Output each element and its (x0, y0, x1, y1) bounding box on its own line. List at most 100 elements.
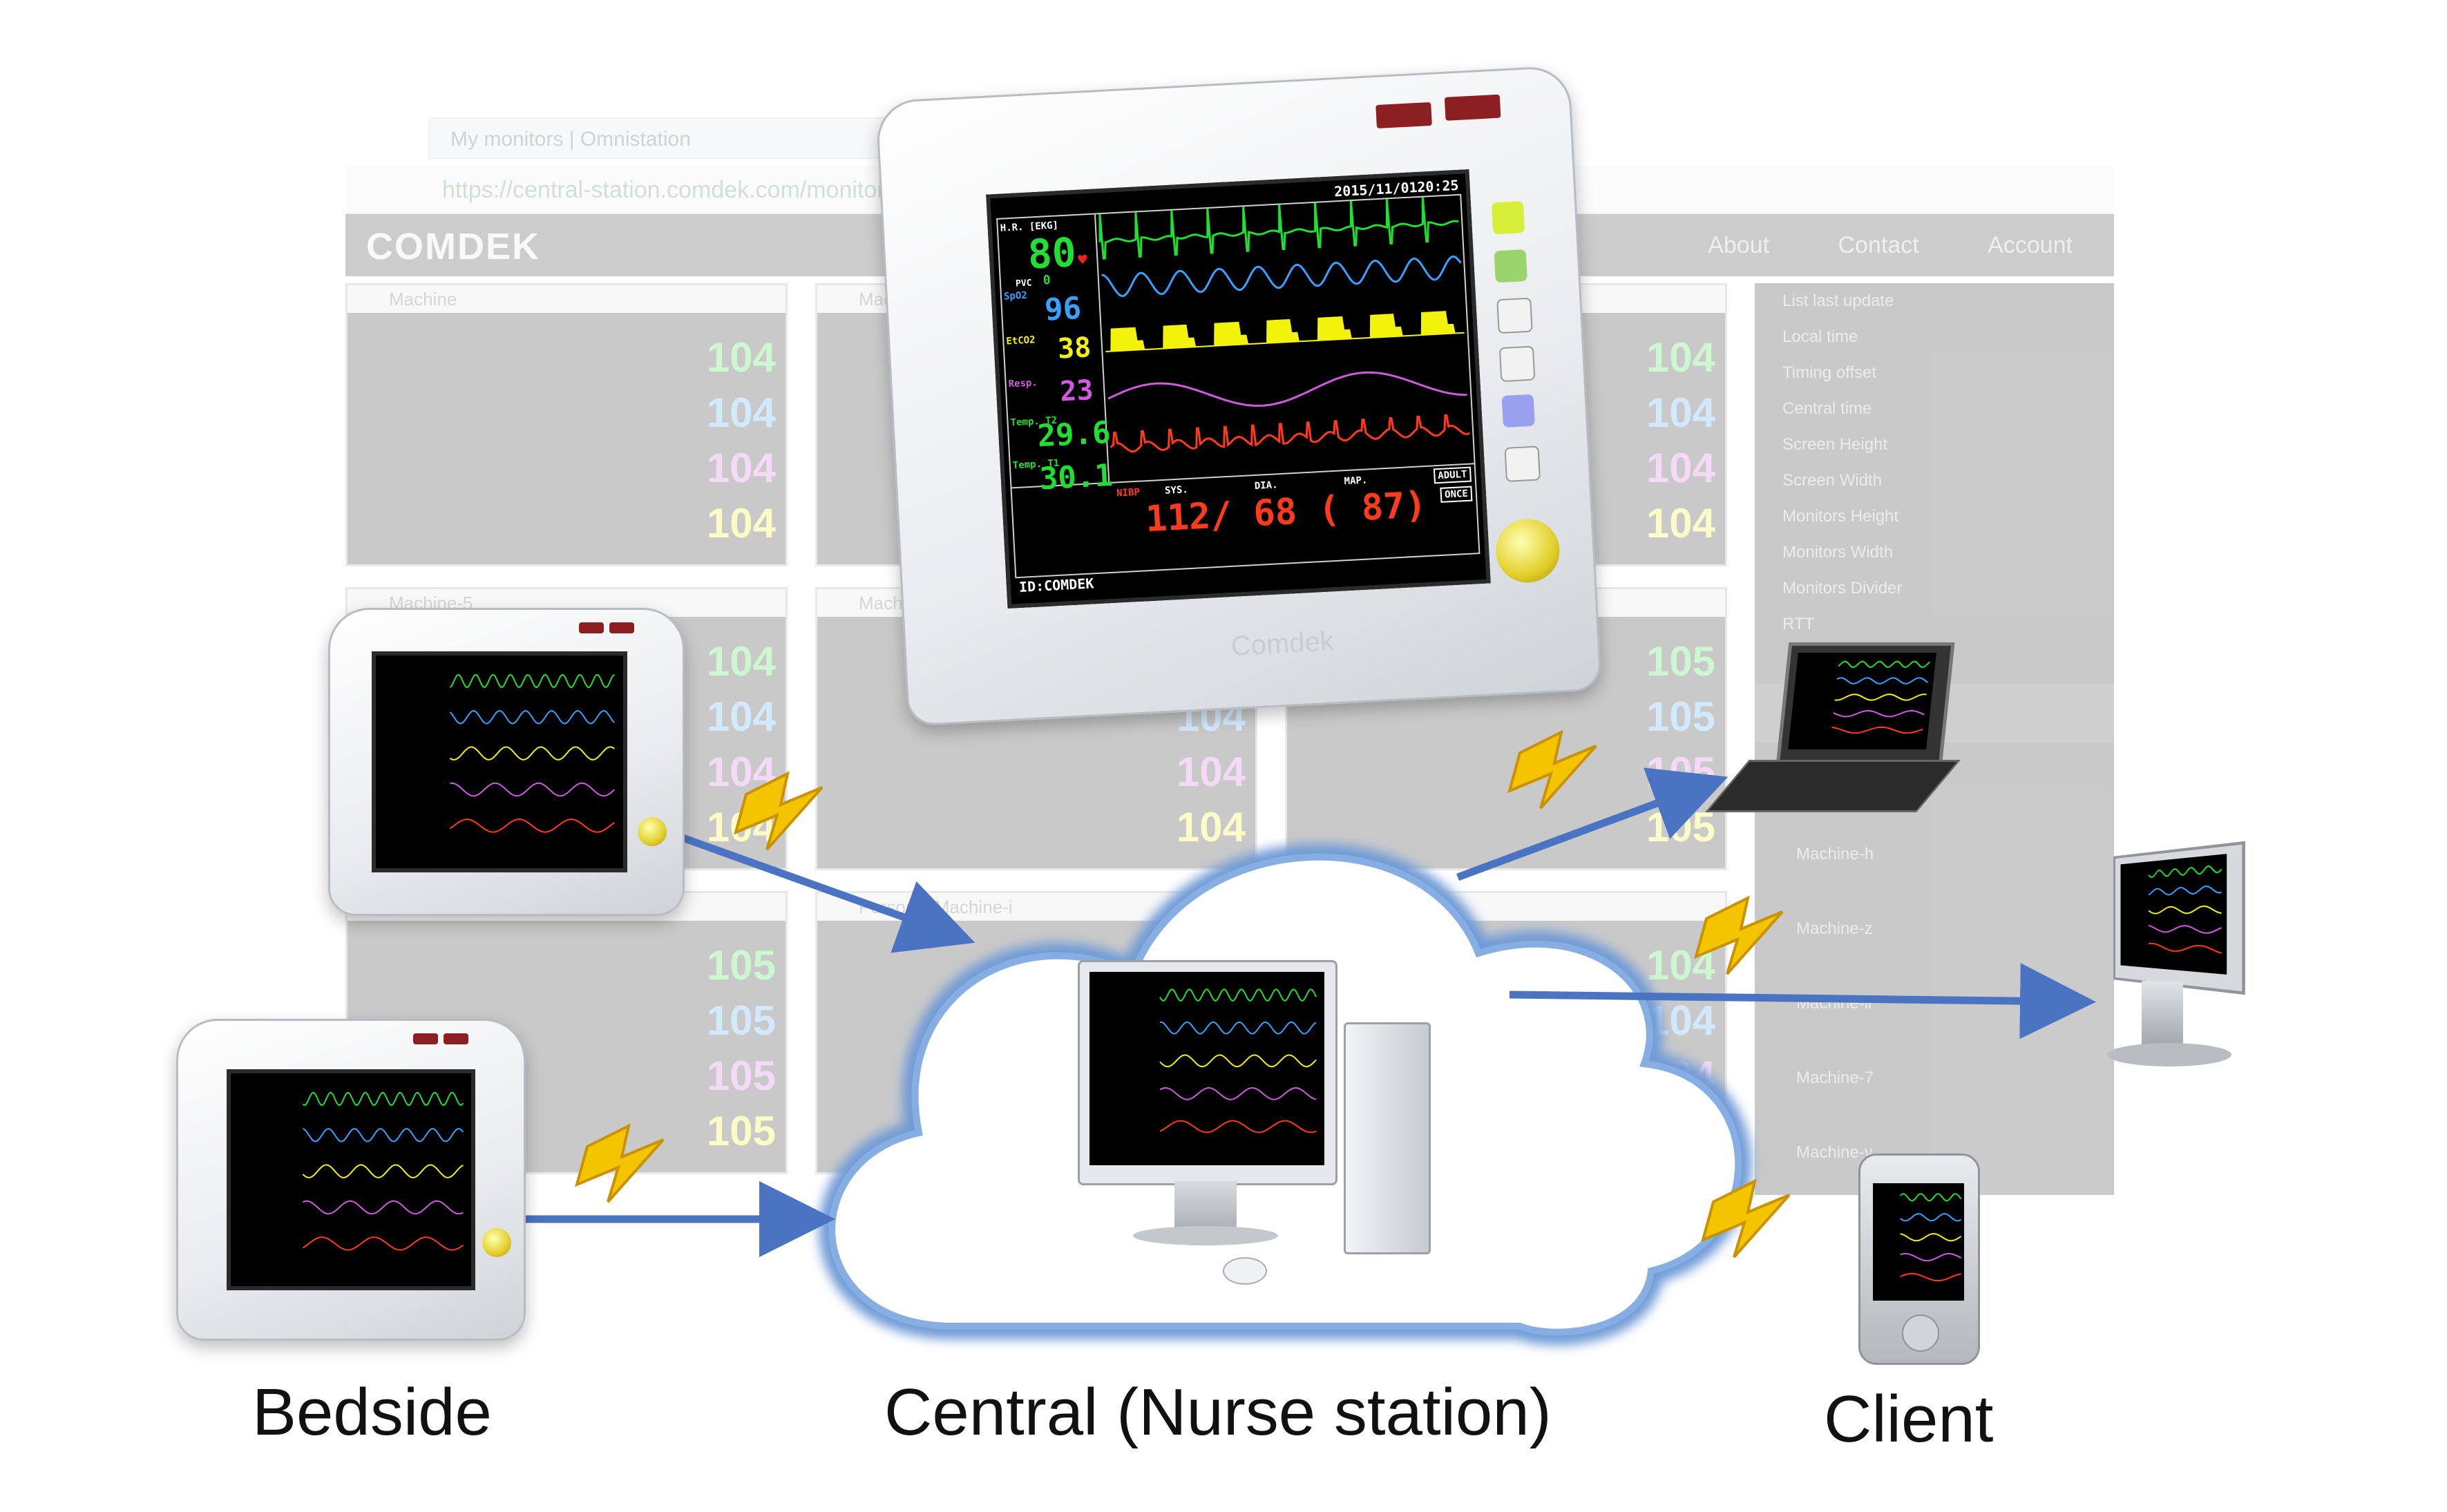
pvc-label: PVC (1015, 278, 1032, 289)
sidebar-machine-item[interactable]: Machine-h (1796, 845, 1874, 863)
dashboard-panel-title: Machine-5 (347, 589, 785, 617)
mini-trace (449, 710, 616, 725)
dashboard-panel-value: 104 (1176, 804, 1246, 850)
sidebar-info-row: Local time (1782, 327, 1858, 346)
dashboard-brand: COMDEK (366, 226, 540, 267)
alarm-lamp (1375, 102, 1432, 129)
pda-screen (1873, 1183, 1964, 1301)
dashboard-panel-value: 105 (706, 942, 776, 988)
sys-label: SYS. (1164, 484, 1189, 497)
temp2-value: 29.6 (1036, 414, 1112, 454)
mini-trace (2149, 906, 2222, 913)
nibp-label: NIBP (1116, 486, 1141, 499)
mode-once: ONCE (1440, 486, 1473, 503)
pda-dpad (1902, 1314, 1939, 1352)
mini-trace (303, 1200, 464, 1215)
control-knob[interactable] (638, 817, 667, 846)
trend-button[interactable] (1498, 345, 1536, 383)
etco2-label: EtCO2 (1006, 334, 1036, 347)
dashboard-panel-value: 104 (706, 500, 776, 546)
arrow-central-to-laptop (1456, 767, 1729, 881)
dashboard-panel-value: 104 (1176, 749, 1246, 795)
pump-button[interactable] (1494, 249, 1527, 283)
dashboard-panel-value: 104 (706, 334, 776, 381)
mini-trace (1900, 1213, 1962, 1222)
dashboard-panel-value: 104 (706, 638, 776, 685)
mini-trace (1159, 1120, 1317, 1133)
mini-trace (302, 1236, 464, 1251)
alarm-silence-button[interactable] (1491, 201, 1525, 235)
sidebar-info-row: Screen Height (1782, 435, 1888, 454)
mini-waveforms (2121, 854, 2227, 975)
dashboard-panel-value: 104 (706, 693, 776, 740)
dashboard-panel-value: 104 (1646, 445, 1715, 491)
sidebar-info-row: Monitors Width (1782, 543, 1894, 562)
arrows (525, 767, 2096, 1257)
alarm-lamp (609, 622, 634, 633)
browser-tab: My monitors | Omnistation (428, 117, 912, 159)
dia-label: DIA. (1254, 479, 1278, 492)
mini-waveforms (1159, 988, 1317, 1133)
dashboard-panel-title: Machine (347, 285, 785, 313)
bolt-icon (574, 1123, 665, 1203)
nav-link-account: Account (1988, 232, 2073, 258)
dashboard-panel-value: 104 (1646, 390, 1715, 436)
mini-trace (303, 1128, 464, 1142)
main-bedside-monitor: 2015/11/01 20:25 H.R. [EKG] 80 ♥ PVC 0 S… (875, 65, 1603, 727)
dashboard-panel-value: 105 (1646, 693, 1715, 740)
power-button[interactable] (1504, 446, 1541, 482)
map-label: MAP. (1344, 475, 1368, 488)
laptop-base (1705, 760, 1961, 812)
bolt-icon (1507, 729, 1597, 810)
mini-trace (449, 673, 615, 689)
alarm-lamp (579, 622, 604, 633)
sidebar-machine-item[interactable]: Machine-7 (1796, 1069, 1874, 1087)
heart-icon: ♥ (1077, 251, 1088, 269)
mini-waveforms (302, 1091, 464, 1251)
bedside-monitor-top (328, 608, 685, 916)
display-base (2107, 1043, 2231, 1066)
mouse (1223, 1257, 1267, 1285)
display-stand (2142, 981, 2183, 1050)
mini-trace (1899, 1193, 1962, 1202)
mini-waveforms (449, 673, 616, 833)
laptop-lid (1775, 642, 1955, 767)
spo2-label: SpO2 (1003, 289, 1028, 303)
mini-trace (1159, 1054, 1317, 1068)
laptop-screen (1788, 653, 1936, 749)
sidebar-info-row: Screen Width (1782, 471, 1883, 490)
bedside-monitor-bottom (176, 1019, 526, 1341)
alarm-lamp (413, 1033, 438, 1044)
mini-trace (449, 746, 615, 760)
info-button[interactable] (1496, 297, 1533, 334)
sidebar-machine-item[interactable]: Machine-y (1796, 1143, 1873, 1162)
mini-trace (2149, 926, 2222, 934)
mini-waveforms (1831, 660, 1931, 734)
bolt-icon (1693, 895, 1784, 975)
control-knob[interactable] (1494, 517, 1561, 584)
sidebar-machine-item[interactable]: Machine-z (1796, 919, 1873, 938)
dashboard-panel-value: 105 (706, 1053, 776, 1099)
mini-trace (1834, 693, 1927, 701)
sidebar-info-row: RTT (1782, 615, 1815, 633)
monitor-screen: 2015/11/01 20:25 H.R. [EKG] 80 ♥ PVC 0 S… (986, 169, 1491, 609)
pc-tower (1344, 1022, 1431, 1254)
arrow-central-to-monitor (1509, 963, 2096, 1040)
nav-link-contact: Contact (1838, 232, 1919, 258)
mini-trace (1838, 660, 1931, 669)
bolt-icon (733, 771, 823, 851)
mini-trace (302, 1091, 464, 1107)
label-bedside: Bedside (252, 1375, 492, 1449)
sidebar-info-row: Timing offset (1782, 363, 1877, 382)
mini-waveforms (1899, 1193, 1962, 1282)
control-knob[interactable] (482, 1228, 511, 1257)
monitor-screen (227, 1069, 475, 1290)
hr-value: 80 (1027, 229, 1078, 278)
mini-trace (2149, 865, 2222, 878)
mini-trace (1900, 1233, 1962, 1242)
menu-button[interactable] (1501, 394, 1535, 428)
dashboard-panel-value: 105 (1646, 638, 1715, 685)
dashboard-panel-value: 104 (1646, 500, 1715, 546)
sidebar-info-row: Monitors Divider (1782, 579, 1903, 597)
